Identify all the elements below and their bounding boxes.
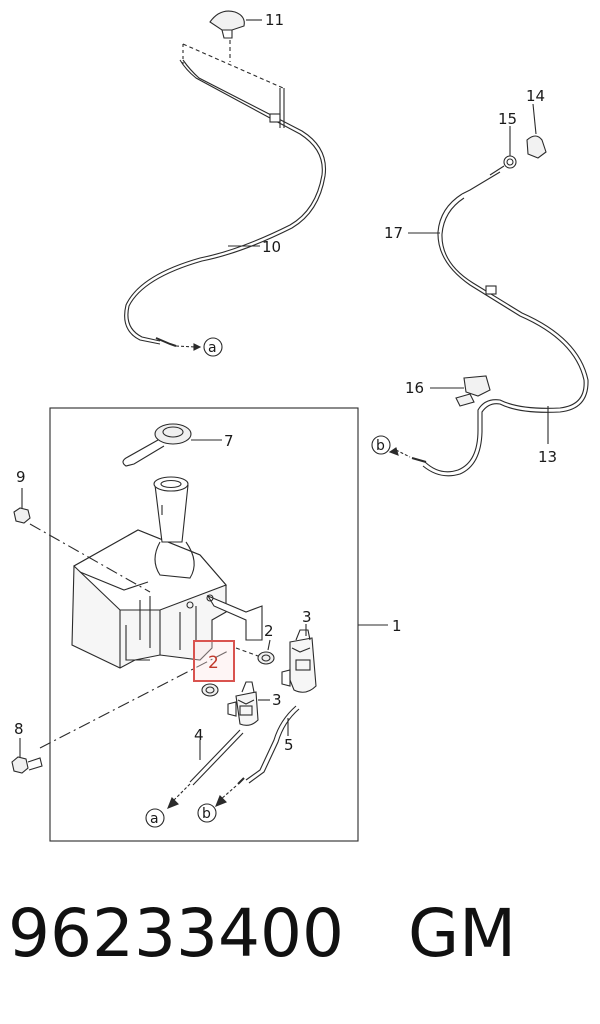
callout-15: 15 [498, 110, 517, 128]
callout-16: 16 [405, 379, 424, 397]
callout-2-upper: 2 [264, 622, 274, 640]
washer-pump-3-lower [227, 681, 270, 726]
callout-2-highlighted: 2 [208, 653, 219, 673]
washer-hose-assembly-17-13 [388, 103, 589, 477]
callout-7: 7 [224, 432, 234, 450]
bolt-8 [11, 649, 231, 774]
connector-marker-b-right [371, 435, 391, 455]
hose-5 [215, 705, 300, 807]
callout-9: 9 [16, 468, 26, 486]
connector-marker-a-top [203, 337, 223, 357]
callout-5: 5 [284, 736, 294, 754]
brand-name: GM [408, 895, 517, 972]
callout-17: 17 [384, 224, 403, 242]
callout-3-upper: 3 [302, 608, 312, 626]
washer-reservoir-body [71, 476, 263, 669]
washer-nozzle-11 [209, 10, 262, 62]
part-number: 96233400 [8, 895, 344, 972]
callout-3-lower: 3 [272, 691, 282, 709]
washer-pump-3-upper [281, 624, 317, 693]
callout-11: 11 [265, 11, 284, 29]
connector-label-a-top: a [208, 340, 217, 356]
grommet-2-lower [201, 683, 219, 697]
highlighted-callout-box [193, 640, 235, 682]
callout-14: 14 [526, 87, 545, 105]
connector-marker-a-bottom [145, 808, 165, 828]
hose-clip-16 [430, 375, 491, 407]
connector-marker-b-bottom [197, 803, 217, 823]
callout-13: 13 [538, 448, 557, 466]
callout-4: 4 [194, 726, 204, 744]
bolt-9 [13, 488, 151, 593]
callout-10: 10 [262, 238, 281, 256]
callout-8: 8 [14, 720, 24, 738]
connector-label-b-bottom: b [202, 806, 211, 822]
connector-label-a-bottom: a [150, 811, 159, 827]
washer-hose-10 [124, 43, 327, 351]
connector-label-b-right: b [376, 438, 385, 454]
reservoir-cap-7 [122, 423, 222, 467]
callout-1: 1 [392, 617, 402, 635]
grommet-2-upper [235, 639, 275, 665]
hose-4 [167, 729, 244, 809]
